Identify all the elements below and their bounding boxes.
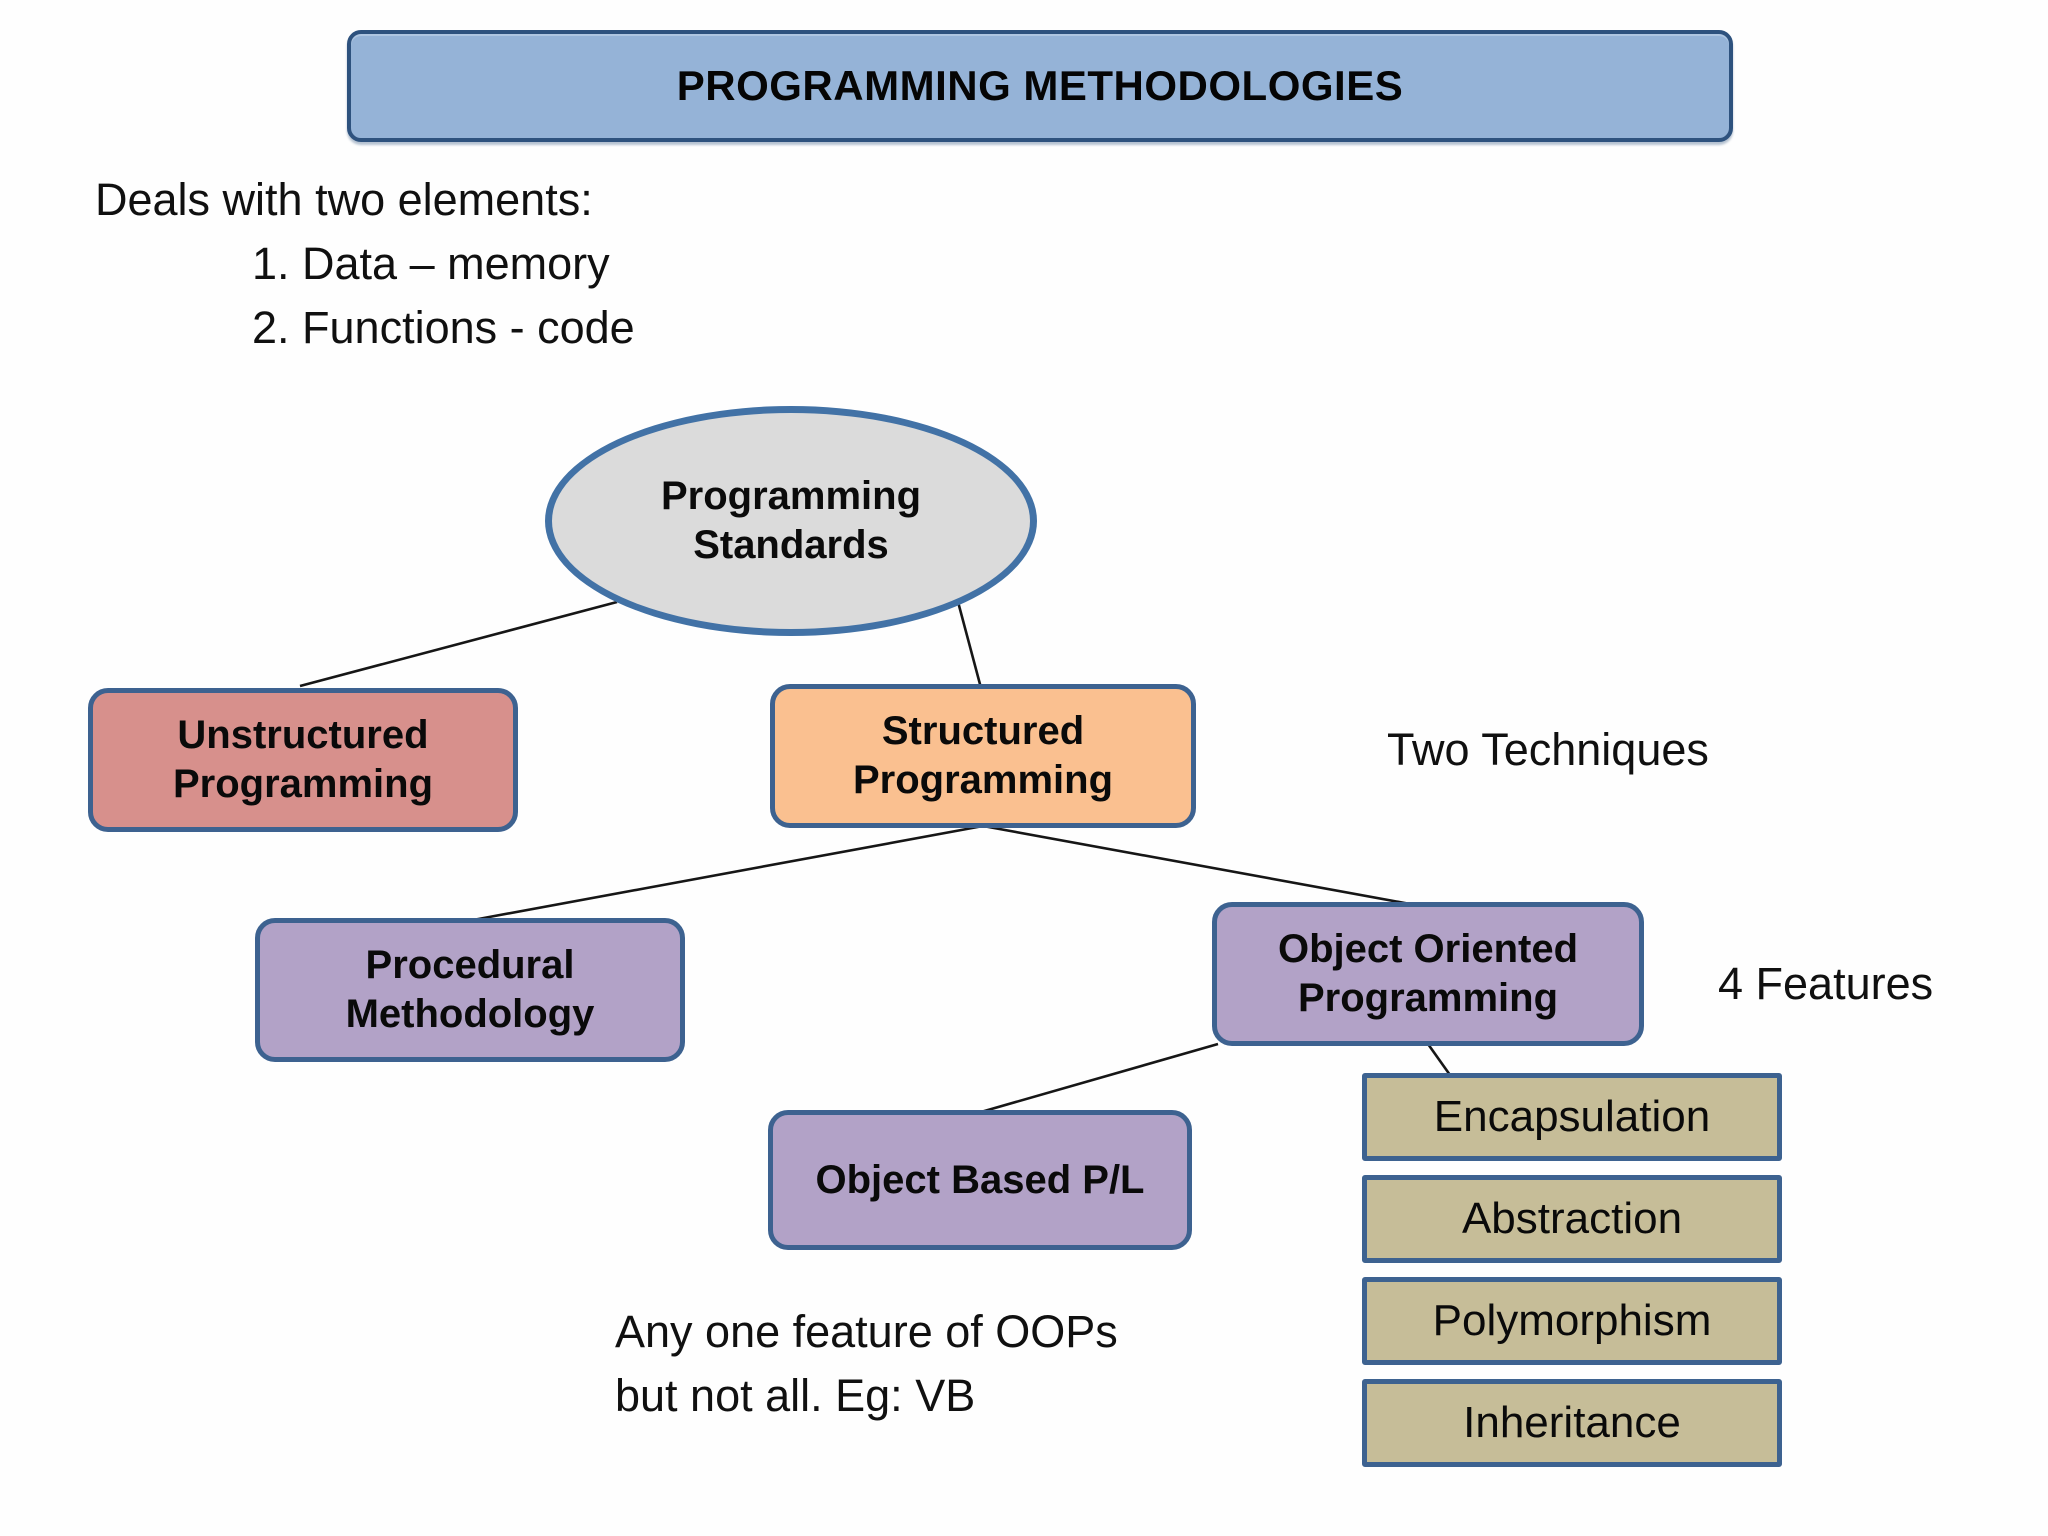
annotation-two-techniques: Two Techniques <box>1387 724 1709 775</box>
title-text: PROGRAMMING METHODOLOGIES <box>676 62 1404 109</box>
feature-inheritance: Inheritance <box>1362 1379 1782 1467</box>
annotation-oops-note: Any one feature of OOPs but not all. Eg:… <box>615 1306 1118 1421</box>
node-unstructured-programming-label: Unstructured Programming <box>172 713 434 806</box>
node-object-oriented-programming-label: Object Oriented Programming <box>1277 927 1579 1020</box>
connector-structured-oop <box>982 824 1422 908</box>
node-procedural-methodology: Procedural Methodology <box>255 918 685 1062</box>
node-unstructured-programming: Unstructured Programming <box>88 688 518 832</box>
feature-encapsulation-label: Encapsulation <box>1433 1092 1711 1141</box>
annotation-four-features: 4 Features <box>1718 958 1934 1009</box>
title-box: PROGRAMMING METHODOLOGIES <box>347 30 1733 142</box>
feature-abstraction: Abstraction <box>1362 1175 1782 1263</box>
node-object-oriented-programming: Object Oriented Programming <box>1212 902 1644 1046</box>
node-procedural-methodology-label: Procedural Methodology <box>345 943 595 1036</box>
connector-structured-procedural <box>472 824 984 922</box>
intro-text: Deals with two elements: 1. Data – memor… <box>95 168 635 360</box>
node-programming-standards-label: Programming Standards <box>660 474 922 567</box>
feature-encapsulation: Encapsulation <box>1362 1073 1782 1161</box>
intro-item-functions: 2. Functions - code <box>252 302 635 353</box>
node-object-based-pl-label: Object Based P/L <box>815 1157 1145 1202</box>
connector-standards-structured <box>955 597 983 689</box>
node-object-based-pl: Object Based P/L <box>768 1110 1192 1250</box>
feature-polymorphism-label: Polymorphism <box>1432 1296 1712 1345</box>
node-programming-standards: Programming Standards <box>545 406 1037 636</box>
feature-polymorphism: Polymorphism <box>1362 1277 1782 1365</box>
connector-oop-encapsulation <box>1426 1043 1452 1076</box>
connector-standards-unstructured <box>299 600 618 688</box>
feature-abstraction-label: Abstraction <box>1461 1194 1683 1243</box>
node-structured-programming: Structured Programming <box>770 684 1196 828</box>
connector-oop-objectbased <box>973 1042 1219 1116</box>
feature-inheritance-label: Inheritance <box>1463 1398 1681 1447</box>
intro-item-data: 1. Data – memory <box>252 238 610 289</box>
intro-heading: Deals with two elements: <box>95 174 593 225</box>
node-structured-programming-label: Structured Programming <box>852 709 1114 802</box>
